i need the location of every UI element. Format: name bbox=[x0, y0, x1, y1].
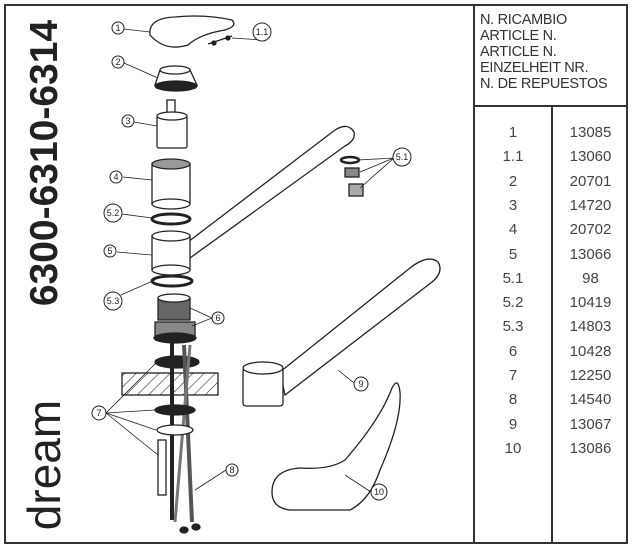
part-number: 5.2 bbox=[502, 294, 524, 312]
svg-text:5.1: 5.1 bbox=[396, 152, 409, 162]
part-aerator bbox=[339, 155, 364, 197]
part-number: 6 bbox=[508, 342, 518, 360]
parts-table-header: N. RICAMBIO ARTICLE N. ARTICLE N. EINZEL… bbox=[475, 4, 628, 107]
part-cap bbox=[154, 65, 199, 92]
part-washer bbox=[154, 355, 200, 369]
part-number: 10 bbox=[504, 439, 522, 457]
part-number: 1 bbox=[508, 124, 518, 141]
callout-9: 9 bbox=[353, 376, 369, 392]
article-code: 13085 bbox=[569, 124, 612, 141]
part-sleeve bbox=[151, 158, 191, 210]
svg-text:9: 9 bbox=[358, 379, 363, 389]
article-code: 14540 bbox=[569, 391, 612, 409]
callout-7: 7 bbox=[91, 405, 107, 421]
callout-5-3: 5.3 bbox=[103, 291, 123, 311]
part-number: 1.1 bbox=[502, 148, 524, 166]
table-row: 1 13085 bbox=[475, 124, 628, 147]
part-oring-lower bbox=[150, 274, 194, 288]
callout-2: 2 bbox=[111, 55, 125, 69]
leader-lines bbox=[105, 28, 395, 493]
table-row: 8 14540 bbox=[475, 391, 628, 414]
svg-text:8: 8 bbox=[229, 465, 234, 475]
svg-text:10: 10 bbox=[374, 487, 384, 497]
part-screws bbox=[207, 35, 233, 46]
callout-labels: 1 1.1 2 3 4 5.2 5 5.3 6 5.1 7 8 9 10 bbox=[91, 21, 412, 501]
callout-5-1: 5.1 bbox=[392, 147, 412, 167]
part-number: 5.1 bbox=[502, 269, 524, 287]
table-row: 7 12250 bbox=[475, 367, 628, 390]
callout-8: 8 bbox=[225, 463, 239, 477]
callout-6: 6 bbox=[211, 311, 225, 325]
parts-table-body: 1 13085 1.1 13060 2 20701 3 14720 4 20702 5 13066 5.… bbox=[475, 107, 628, 544]
table-row: 4 20702 bbox=[475, 221, 628, 244]
table-row: 5.2 10419 bbox=[475, 294, 628, 317]
part-number: 5.3 bbox=[502, 318, 524, 336]
article-code: 14720 bbox=[569, 196, 612, 214]
header-line: N. RICAMBIO bbox=[480, 12, 567, 28]
article-code: 12250 bbox=[569, 367, 612, 384]
drawing-frame bbox=[4, 4, 628, 544]
article-code: 98 bbox=[582, 269, 599, 287]
svg-text:1: 1 bbox=[115, 23, 120, 33]
table-row: 5.1 98 bbox=[475, 270, 628, 293]
svg-text:1.1: 1.1 bbox=[256, 27, 269, 37]
callout-10: 10 bbox=[370, 483, 388, 501]
table-row: 10 13086 bbox=[475, 440, 628, 463]
part-spout-long bbox=[242, 258, 441, 407]
header-line: ARTICLE N. bbox=[480, 28, 557, 44]
part-cartridge bbox=[156, 99, 188, 149]
svg-text:5: 5 bbox=[107, 246, 112, 256]
table-row: 5.3 14803 bbox=[475, 318, 628, 341]
column-divider bbox=[551, 107, 553, 544]
callout-5: 5 bbox=[103, 244, 117, 258]
part-body bbox=[151, 230, 191, 276]
svg-text:5.2: 5.2 bbox=[107, 208, 120, 218]
table-row: 9 13067 bbox=[475, 416, 628, 439]
part-number: 8 bbox=[508, 391, 518, 409]
svg-text:7: 7 bbox=[96, 408, 101, 418]
part-spout-short bbox=[187, 125, 355, 260]
article-code: 13066 bbox=[569, 245, 612, 263]
part-lever bbox=[271, 382, 401, 511]
article-code: 10419 bbox=[569, 294, 612, 312]
part-number: 5 bbox=[508, 245, 518, 263]
svg-text:4: 4 bbox=[113, 172, 118, 182]
part-number: 4 bbox=[508, 221, 518, 239]
svg-text:2: 2 bbox=[115, 57, 120, 67]
table-row: 2 20701 bbox=[475, 173, 628, 196]
parts-table: N. RICAMBIO ARTICLE N. ARTICLE N. EINZEL… bbox=[473, 4, 628, 544]
part-number: 9 bbox=[508, 415, 518, 433]
part-handle bbox=[149, 15, 235, 48]
table-row: 1.1 13060 bbox=[475, 148, 628, 171]
header-line: EINZELHEIT NR. bbox=[480, 60, 589, 76]
svg-text:5.3: 5.3 bbox=[107, 296, 120, 306]
table-row: 3 14720 bbox=[475, 197, 628, 220]
article-code: 20701 bbox=[569, 172, 612, 190]
article-code: 13086 bbox=[569, 439, 612, 457]
svg-text:3: 3 bbox=[125, 116, 130, 126]
svg-text:6: 6 bbox=[215, 313, 220, 323]
table-row: 6 10428 bbox=[475, 343, 628, 366]
part-base bbox=[153, 293, 197, 344]
callout-4: 4 bbox=[109, 170, 123, 184]
callout-1-1: 1.1 bbox=[252, 22, 272, 42]
article-code: 20702 bbox=[569, 221, 612, 239]
table-row: 5 13066 bbox=[475, 246, 628, 269]
callout-3: 3 bbox=[121, 114, 135, 128]
callout-5-2: 5.2 bbox=[103, 203, 123, 223]
article-code: 13067 bbox=[569, 415, 612, 433]
header-line: N. DE REPUESTOS bbox=[480, 76, 608, 92]
article-code: 10428 bbox=[569, 342, 612, 360]
part-fixings bbox=[154, 404, 201, 534]
article-code: 14803 bbox=[569, 318, 612, 336]
part-oring-upper bbox=[150, 212, 192, 226]
article-code: 13060 bbox=[569, 148, 612, 166]
callout-1: 1 bbox=[111, 21, 125, 35]
part-number: 7 bbox=[508, 367, 518, 384]
header-line: ARTICLE N. bbox=[480, 44, 557, 60]
part-number: 2 bbox=[508, 172, 518, 190]
part-number: 3 bbox=[508, 196, 518, 214]
